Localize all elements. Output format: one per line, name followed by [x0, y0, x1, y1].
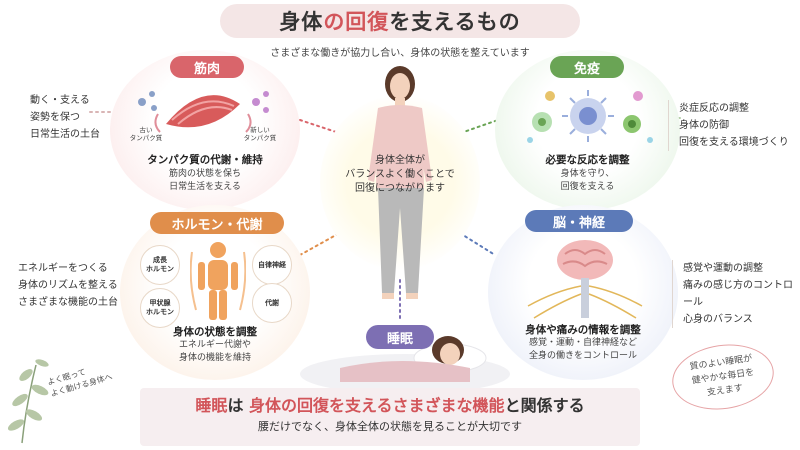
immune-side-list: 炎症反応の調整 身体の防御 回復を支える環境づくり [668, 100, 789, 151]
brain-desc: 感覚・運動・自律神経など 全身の働きをコントロール [528, 338, 637, 361]
muscle-label: 筋肉 [170, 56, 244, 78]
immune-desc: 身体を守り、 回復を支える [560, 169, 615, 192]
hormone-desc: エネルギー代謝や 身体の機能を維持 [178, 340, 251, 363]
immune-cells-icon [527, 90, 653, 143]
brain-side-list: 感覚や運動の調整 痛みの感じ方のコントロール 心身のバランス [672, 260, 800, 328]
autonomic-nerve-tag: 自律神経 [252, 245, 292, 285]
center-message: 身体全体が バランスよく働くことで 回復につながります [345, 155, 455, 194]
immune-heading: 必要な反応を調整 [545, 154, 630, 166]
muscle-heading: タンパク質の代謝・維持 [147, 154, 263, 166]
woman-standing-illustration [368, 66, 432, 299]
sleeping-woman-illustration [300, 336, 510, 390]
brain-heading: 身体や痛みの情報を調整 [525, 324, 641, 336]
muscle-icon [138, 91, 269, 133]
page-subtitle: さまざまな働きが協力し合い、身体の状態を整えています [270, 48, 530, 59]
old-protein-label: 古い タンパク質 [129, 126, 163, 142]
leaf-branch-decoration [7, 359, 49, 444]
bottom-band [140, 388, 640, 446]
muscle-side-list: 動く・支える 姿勢を保つ 日常生活の土台 [30, 95, 100, 140]
brain-nerve-icon [527, 240, 643, 319]
brain-label: 脳・神経 [525, 210, 633, 232]
page-title: 身体の回復を支えるもの [220, 4, 580, 38]
bottom-submessage: 腰だけでなく、身体全体の状態を見ることが大切です [258, 420, 522, 433]
new-protein-label: 新しい タンパク質 [243, 126, 277, 142]
muscle-desc: 筋肉の状態を保ち 日常生活を支える [168, 169, 241, 192]
metabolism-tag: 代謝 [252, 283, 292, 323]
hormone-label: ホルモン・代謝 [150, 212, 284, 234]
human-body-icon [190, 242, 246, 320]
hormone-heading: 身体の状態を調整 [173, 326, 257, 338]
hormone-side-list: エネルギーをつくる 身体のリズムを整える さまざまな機能の土台 [18, 263, 118, 308]
growth-hormone-tag: 成長 ホルモン [140, 245, 180, 285]
bottom-message: 睡眠は 身体の回復を支えるさまざまな機能と関係する [195, 396, 585, 415]
sleep-label: 睡眠 [366, 325, 434, 349]
immune-label: 免疫 [550, 56, 624, 78]
thyroid-hormone-tag: 甲状腺 ホルモン [140, 288, 180, 328]
